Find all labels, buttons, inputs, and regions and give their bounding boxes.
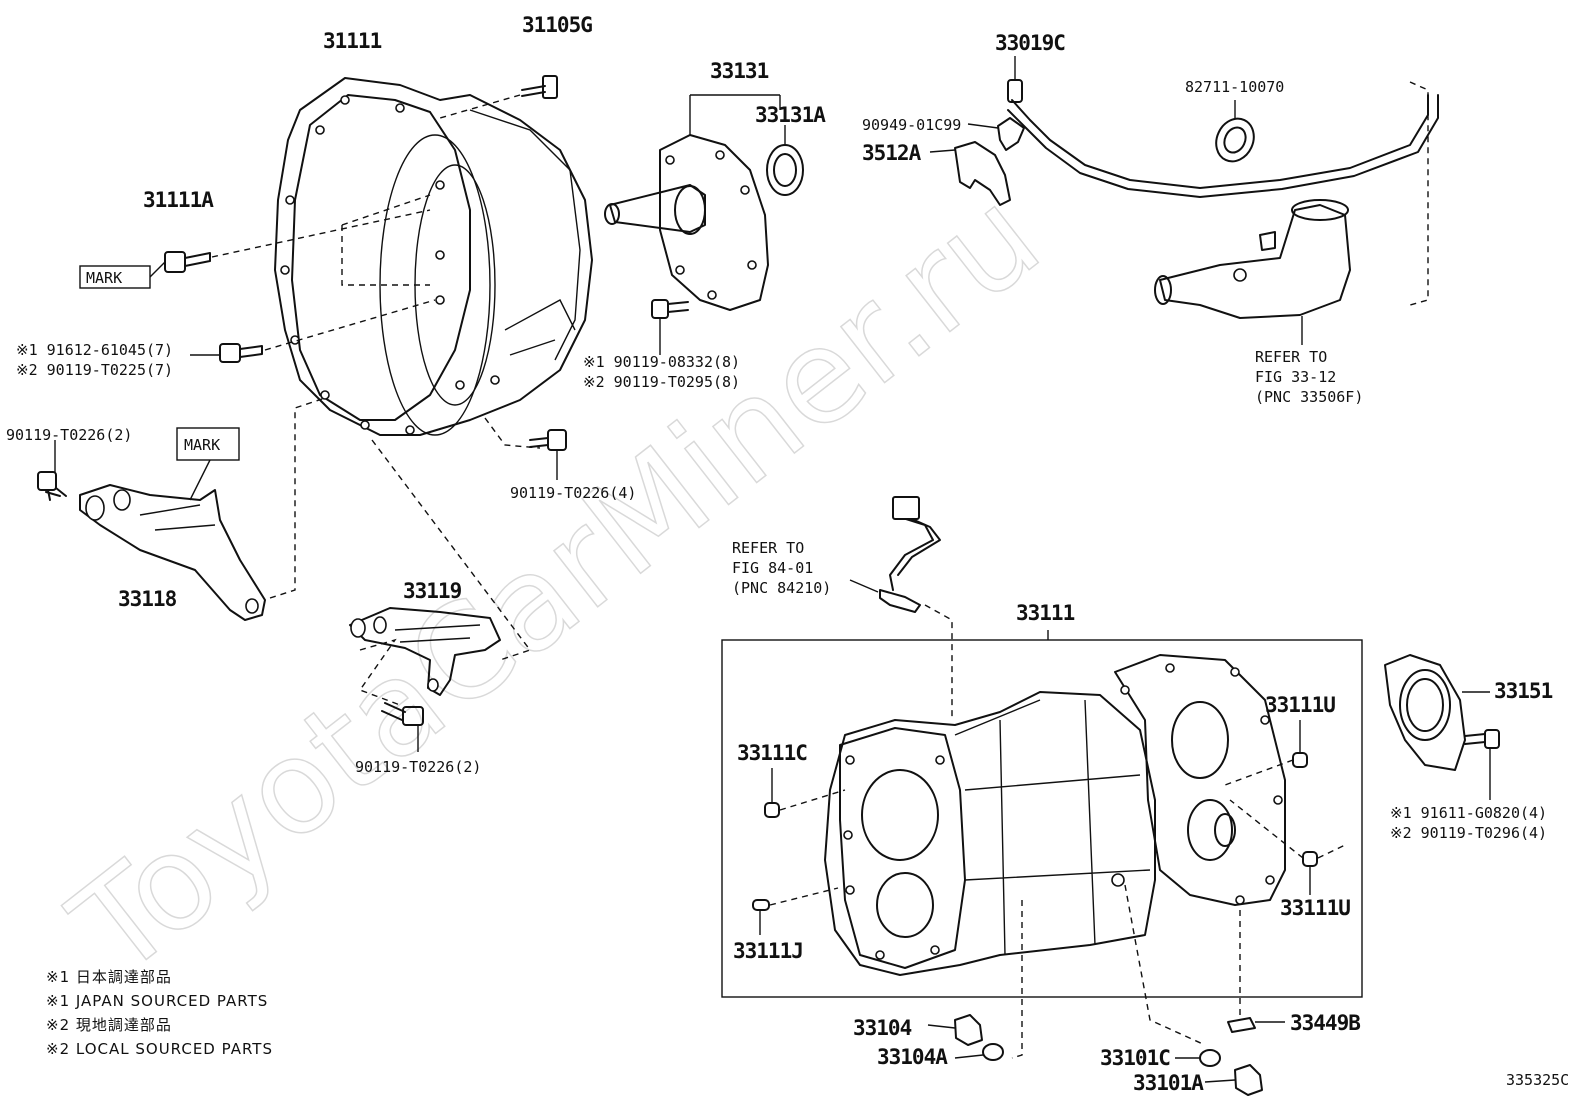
label-ref2-line1: REFER TO — [732, 539, 804, 557]
drain-plug-drawing — [927, 884, 1285, 1096]
label-ref1-line2: FIG 33-12 — [1255, 368, 1336, 386]
label-bolt-91612: ※1 91612-61045(7) — [16, 341, 173, 359]
oil-seal-82711-drawing — [1215, 100, 1255, 163]
label-33449b: 33449B — [1290, 1011, 1360, 1035]
bolt-91612-drawing — [190, 299, 436, 363]
switch-sensor-drawing — [849, 496, 953, 720]
label-33131: 33131 — [710, 59, 769, 83]
label-82711: 82711-10070 — [1185, 78, 1284, 96]
label-33111-case: 33111 — [1016, 601, 1075, 625]
legend-line-4: ※2 LOCAL SOURCED PARTS — [46, 1040, 273, 1058]
label-ref2-line2: FIG 84-01 — [732, 559, 813, 577]
label-33131a: 33131A — [755, 103, 826, 127]
transmission-case-group-box — [721, 639, 1363, 998]
bolt-t0226-4-drawing — [529, 429, 567, 480]
label-33118: 33118 — [118, 587, 177, 611]
figure-code: 335325C — [1506, 1071, 1569, 1089]
label-bolt-t0226-b: 90119-T0226(4) — [510, 484, 636, 502]
label-90949: 90949-01C99 — [862, 116, 961, 134]
label-ref2-line3: (PNC 84210) — [732, 579, 831, 597]
watermark: ToyotaCarMiner.ru — [45, 160, 1067, 1005]
breather-hose-drawing — [1007, 56, 1439, 198]
label-33151: 33151 — [1494, 679, 1553, 703]
label-bolt-08332: ※1 90119-08332(8) — [583, 353, 740, 371]
clutch-housing-drawing — [274, 77, 593, 436]
label-bolt-g0820: ※1 91611-G0820(4) — [1390, 804, 1547, 822]
bracket-3512a-drawing — [929, 141, 1011, 206]
label-33111u-top: 33111U — [1265, 693, 1335, 717]
label-3512a: 3512A — [862, 141, 922, 165]
label-33119: 33119 — [403, 579, 462, 603]
extension-housing-drawing — [1154, 81, 1429, 345]
bracket-33119-drawing — [349, 417, 541, 752]
retainer-33151-drawing — [1384, 654, 1500, 800]
retainer-33131-drawing — [604, 94, 804, 355]
label-mark-1: MARK — [86, 269, 122, 287]
label-31111a: 31111A — [143, 188, 214, 212]
label-31111-housing: 31111 — [323, 29, 382, 53]
legend-line-2: ※1 JAPAN SOURCED PARTS — [46, 992, 268, 1010]
label-33101c: 33101C — [1100, 1046, 1170, 1070]
label-31105g: 31105G — [522, 13, 592, 37]
label-33104a: 33104A — [877, 1045, 948, 1069]
label-bolt-t0296: ※2 90119-T0296(4) — [1390, 824, 1547, 842]
label-mark-2: MARK — [184, 436, 220, 454]
pins-drawing — [752, 720, 1346, 935]
label-bolt-t0226-a: 90119-T0226(2) — [6, 426, 132, 444]
label-33111u-bottom: 33111U — [1280, 896, 1350, 920]
label-bolt-t0225: ※2 90119-T0225(7) — [16, 361, 173, 379]
bolt-31105g-drawing — [439, 75, 558, 119]
legend-line-3: ※2 現地調達部品 — [46, 1016, 172, 1034]
label-33111c: 33111C — [737, 741, 807, 765]
label-33104: 33104 — [853, 1016, 912, 1040]
label-ref1-line3: (PNC 33506F) — [1255, 388, 1363, 406]
clip-90949-drawing — [967, 117, 1025, 151]
label-bolt-t0226-c: 90119-T0226(2) — [355, 758, 481, 776]
label-33101a: 33101A — [1133, 1071, 1204, 1095]
rear-plate-drawing — [1114, 654, 1286, 906]
label-ref1-line1: REFER TO — [1255, 348, 1327, 366]
legend-line-1: ※1 日本調達部品 — [46, 968, 172, 986]
label-bolt-t0295: ※2 90119-T0295(8) — [583, 373, 740, 391]
bracket-33118-drawing — [37, 397, 326, 621]
label-33111j: 33111J — [733, 939, 803, 963]
bolt-31111a-drawing — [79, 209, 431, 289]
transmission-case-drawing — [824, 691, 1156, 976]
label-33019c: 33019C — [995, 31, 1065, 55]
